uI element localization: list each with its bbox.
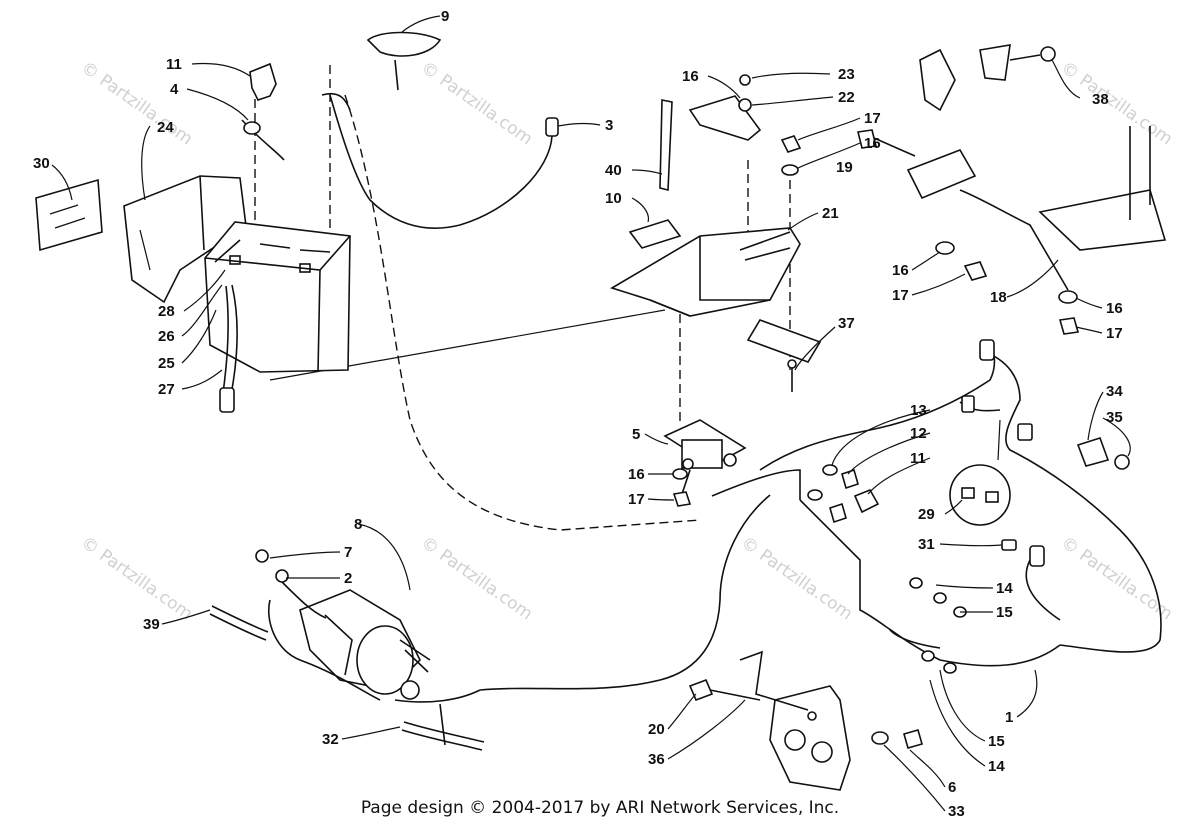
callout-17: 17 <box>1106 325 1123 342</box>
callout-17: 17 <box>628 491 645 508</box>
callout-19: 19 <box>836 159 853 176</box>
callout-13: 13 <box>910 402 927 419</box>
part-battery <box>204 221 351 373</box>
callout-32: 32 <box>322 731 339 748</box>
part-strap <box>366 31 442 91</box>
callout-23: 23 <box>838 66 855 83</box>
watermark: © Partzilla.com <box>1057 533 1176 625</box>
callout-21: 21 <box>822 205 839 222</box>
callout-5: 5 <box>632 426 640 443</box>
callout-8: 8 <box>354 516 362 533</box>
part-pad <box>628 219 682 249</box>
part-screw <box>787 359 797 392</box>
part-nut-washer-tray <box>780 135 802 176</box>
part-vent-tube <box>219 284 238 413</box>
callout-37: 37 <box>838 315 855 332</box>
callout-27: 27 <box>158 381 175 398</box>
callout-11: 11 <box>166 56 182 73</box>
part-bulb-socket <box>1076 437 1130 470</box>
callout-15: 15 <box>996 604 1013 621</box>
callout-34: 34 <box>1106 383 1123 400</box>
part-starter-motor <box>255 549 431 701</box>
page-footer-copyright: Page design © 2004-2017 by ARI Network S… <box>360 798 840 818</box>
callout-3: 3 <box>605 117 613 134</box>
callout-14: 14 <box>996 580 1013 597</box>
callout-22: 22 <box>838 89 855 106</box>
watermark: © Partzilla.com <box>417 533 536 625</box>
part-mount-bracket <box>688 650 923 791</box>
callout-15: 15 <box>988 733 1005 750</box>
part-hose-left <box>209 605 269 641</box>
callout-4: 4 <box>170 81 179 98</box>
watermark: © Partzilla.com <box>737 533 856 625</box>
part-battery-cable <box>241 119 285 161</box>
callout-18: 18 <box>990 289 1007 306</box>
callout-9: 9 <box>441 8 449 25</box>
part-bolt <box>857 129 916 157</box>
callout-10: 10 <box>605 190 622 207</box>
part-ground-cable <box>321 92 559 229</box>
part-wiring-harness <box>479 339 1162 691</box>
watermark: © Partzilla.com <box>77 533 196 625</box>
part-support-rod <box>906 44 1167 335</box>
callout-35: 35 <box>1106 409 1123 426</box>
callout-38: 38 <box>1092 91 1109 108</box>
callout-17: 17 <box>864 110 881 127</box>
watermark: © Partzilla.com <box>417 58 536 150</box>
callout-40: 40 <box>605 162 622 179</box>
callout-31: 31 <box>918 536 935 553</box>
callout-25: 25 <box>158 355 175 372</box>
callout-2: 2 <box>344 570 352 587</box>
callout-7: 7 <box>344 544 352 561</box>
callout-33: 33 <box>948 803 965 820</box>
callout-labels: 11 4 9 3 24 30 28 26 25 27 16 23 22 17 1… <box>33 8 1123 820</box>
callout-36: 36 <box>648 751 665 768</box>
callout-39: 39 <box>143 616 160 633</box>
callout-1: 1 <box>1005 709 1013 726</box>
callout-14: 14 <box>988 758 1005 775</box>
watermark: © Partzilla.com <box>1057 58 1176 150</box>
callout-12: 12 <box>910 425 927 442</box>
callout-16: 16 <box>628 466 645 483</box>
leader-lines <box>51 15 1131 812</box>
callout-11: 11 <box>910 450 926 467</box>
callout-16: 16 <box>892 262 909 279</box>
part-hold-down-bracket <box>659 74 762 192</box>
callout-16: 16 <box>1106 300 1123 317</box>
callout-20: 20 <box>648 721 665 738</box>
callout-16: 16 <box>682 68 699 85</box>
callout-26: 26 <box>158 328 175 345</box>
callout-17: 17 <box>892 287 909 304</box>
part-cover-glass <box>35 178 103 252</box>
callout-24: 24 <box>157 119 174 136</box>
part-solenoid <box>663 419 747 507</box>
callout-30: 30 <box>33 155 50 172</box>
part-connector-detail <box>949 419 1011 526</box>
callout-16: 16 <box>864 135 881 152</box>
part-terminal-boot <box>249 62 277 101</box>
callout-6: 6 <box>948 779 956 796</box>
callout-28: 28 <box>158 303 175 320</box>
callout-29: 29 <box>918 506 935 523</box>
part-terminal-hardware <box>807 464 880 524</box>
part-starter-cable <box>394 689 481 746</box>
part-clip <box>1001 539 1017 551</box>
part-battery-tray <box>610 227 822 363</box>
